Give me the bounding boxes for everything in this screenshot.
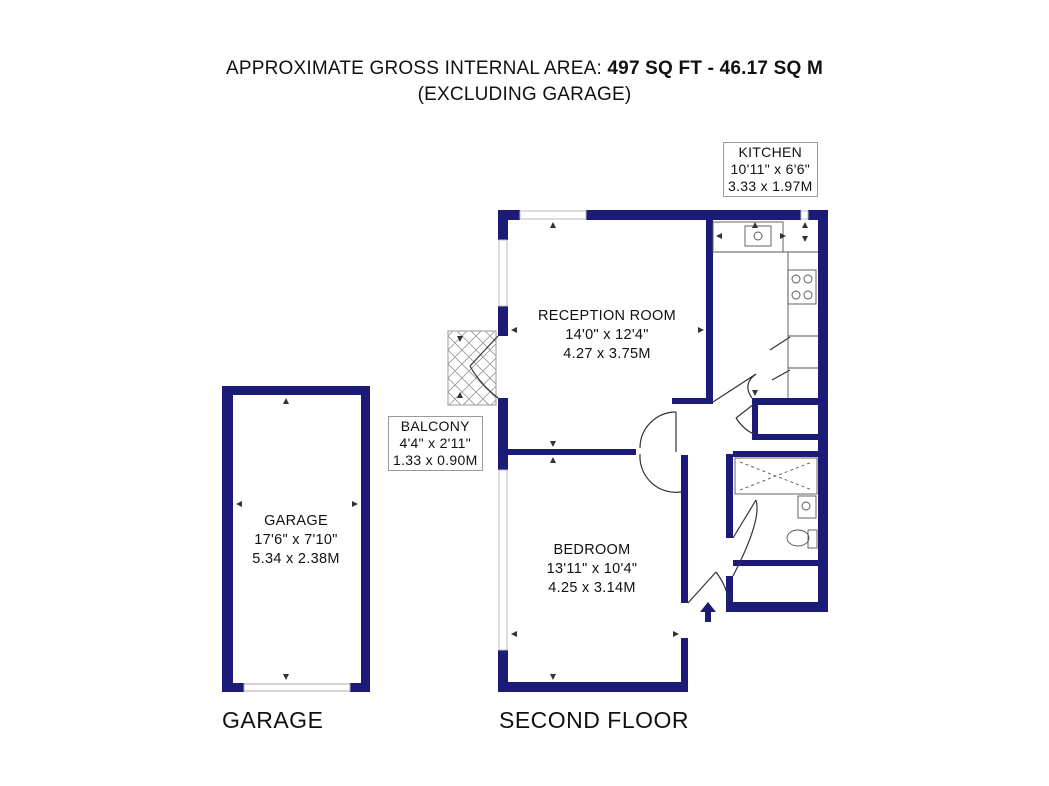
reception-room-metric: 4.27 x 3.75M [563,346,651,362]
kitchen-label: KITCHEN 10'11" x 6'6" 3.33 x 1.97M [723,142,818,197]
excluding-garage-line: (EXCLUDING GARAGE) [417,84,632,105]
kitchen-name: KITCHEN [738,144,803,160]
reception-room-label: RECEPTION ROOM 14'0" x 12'4" 4.27 x 3.75… [538,307,676,364]
bedroom-imperial: 13'11" x 10'4" [546,561,638,577]
garage-room-metric: 5.34 x 2.38M [252,551,340,567]
bathroom-fixtures [734,457,818,549]
reception-room-imperial: 14'0" x 12'4" [565,327,649,343]
second-floor-walls [498,210,828,692]
door-swings [469,335,791,604]
balcony-name: BALCONY [400,418,470,434]
measurement-ticks [236,222,808,680]
balcony-imperial: 4'4" x 2'11" [399,435,472,451]
bedroom-label: BEDROOM 13'11" x 10'4" 4.25 x 3.14M [547,541,638,598]
garage-door [243,683,351,692]
second-floor-plan-label: SECOND FLOOR [499,707,690,733]
bedroom-metric: 4.25 x 3.14M [548,580,636,596]
entrance-arrow-icon [700,602,716,622]
garage-plan-label: GARAGE [222,707,324,733]
windows [498,210,809,651]
garage-walls [222,386,370,692]
balcony-area [447,330,497,406]
bedroom-name: BEDROOM [553,542,631,558]
balcony-metric: 1.33 x 0.90M [393,452,478,468]
garage-room-label: GARAGE 17'6" x 7'10" 5.34 x 2.38M [252,512,339,569]
garage-room-name: GARAGE [264,513,328,529]
gross-area-prefix: APPROXIMATE GROSS INTERNAL AREA: [226,58,608,79]
balcony-label: BALCONY 4'4" x 2'11" 1.33 x 0.90M [388,416,483,471]
gross-area-line: APPROXIMATE GROSS INTERNAL AREA: 497 SQ … [0,56,1049,82]
kitchen-metric: 3.33 x 1.97M [728,178,813,194]
kitchen-fixtures [712,221,818,398]
gross-area-value: 497 SQ FT - 46.17 SQ M [607,58,823,79]
area-header: APPROXIMATE GROSS INTERNAL AREA: 497 SQ … [0,56,1049,108]
reception-room-name: RECEPTION ROOM [538,308,676,324]
kitchen-imperial: 10'11" x 6'6" [730,161,811,177]
garage-room-imperial: 17'6" x 7'10" [254,532,338,548]
